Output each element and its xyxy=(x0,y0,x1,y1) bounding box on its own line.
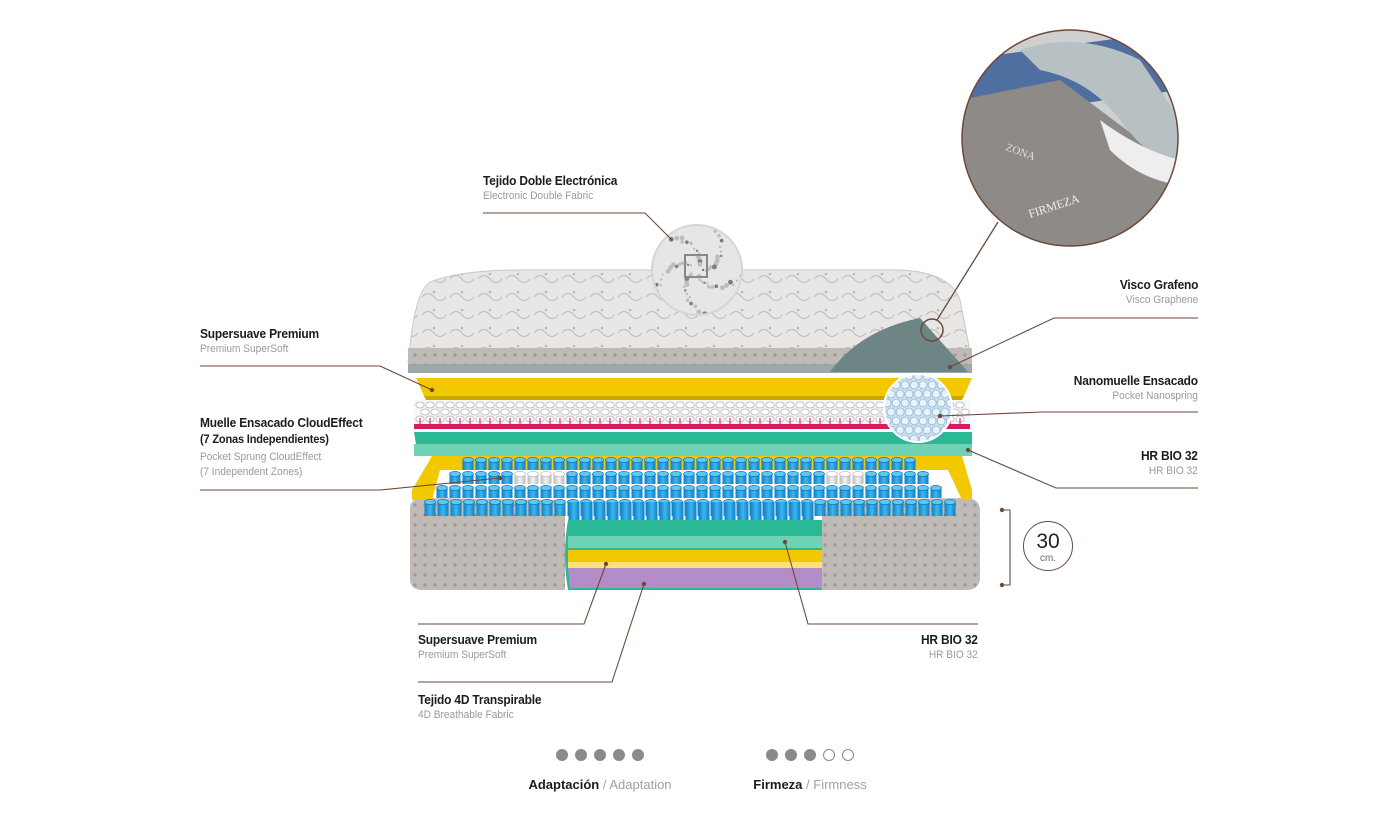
leader-lines xyxy=(200,212,1198,683)
rating-adaptation-es: Adaptación xyxy=(528,777,600,792)
nanospring-layer xyxy=(414,400,970,429)
label-hr-bottom-es: HR BIO 32 xyxy=(921,632,978,647)
label-top-fabric-en: Electronic Double Fabric xyxy=(483,190,594,202)
label-cloud-spring-en-2: (7 Independent Zones) xyxy=(200,466,303,478)
rating-firmness-sep: / xyxy=(802,777,814,792)
label-cloud-spring: Muelle Ensacado CloudEffect (7 Zonas Ind… xyxy=(200,415,377,480)
label-supersoft-bottom-es: Supersuave Premium xyxy=(418,632,538,647)
rating-firmness-es: Firmeza xyxy=(753,777,803,792)
label-supersoft-top-es: Supersuave Premium xyxy=(200,326,320,341)
label-breathable-es: Tejido 4D Transpirable xyxy=(418,692,542,707)
rating-adaptation-sep: / xyxy=(599,777,610,792)
height-value: 30 xyxy=(1036,530,1060,553)
label-nanospring: Nanomuelle Ensacado Pocket Nanospring xyxy=(1063,373,1198,404)
rating-dot xyxy=(804,749,816,761)
rating-dot xyxy=(556,749,568,761)
label-supersoft-top: Supersuave Premium Premium SuperSoft xyxy=(200,326,329,357)
label-breathable: Tejido 4D Transpirable 4D Breathable Fab… xyxy=(418,692,552,723)
label-cloud-spring-es-2: (7 Zonas Independientes) xyxy=(200,432,329,446)
rating-firmness-en: Firmness xyxy=(813,777,867,792)
height-unit: cm. xyxy=(1039,553,1057,564)
label-hr-top: HR BIO 32 HR BIO 32 xyxy=(1136,448,1198,479)
rating-firmness-caption: Firmeza / Firmness xyxy=(730,777,890,792)
hr-top-layer xyxy=(414,432,972,456)
leader-dots xyxy=(429,364,1005,588)
rating-dot xyxy=(823,749,835,761)
top-quilted-panel xyxy=(407,269,973,373)
rating-dot xyxy=(594,749,606,761)
label-breathable-en: 4D Breathable Fabric xyxy=(418,709,514,721)
label-supersoft-bottom: Supersuave Premium Premium SuperSoft xyxy=(418,632,547,663)
label-supersoft-bottom-en: Premium SuperSoft xyxy=(418,649,507,661)
label-nanospring-en: Pocket Nanospring xyxy=(1112,390,1198,402)
rating-dot xyxy=(575,749,587,761)
detail-inset-photo: FIRMEZA ZONA xyxy=(920,29,1179,342)
cloudeffect-spring-block xyxy=(424,457,956,520)
label-nanospring-es: Nanomuelle Ensacado xyxy=(1073,373,1198,388)
supersoft-top-layer xyxy=(416,378,972,400)
rating-dot xyxy=(785,749,797,761)
label-top-fabric: Tejido Doble Electrónica Electronic Doub… xyxy=(483,173,629,204)
rating-adaptation-en: Adaptation xyxy=(609,777,672,792)
label-visco-es: Visco Grafeno xyxy=(1119,277,1199,292)
rating-dot xyxy=(766,749,778,761)
label-hr-top-es: HR BIO 32 xyxy=(1141,448,1198,463)
label-visco-en: Visco Graphene xyxy=(1125,294,1198,306)
rating-adaptation-caption: Adaptación / Adaptation xyxy=(520,777,680,792)
cutaway-layers xyxy=(565,520,822,590)
label-cloud-spring-es: Muelle Ensacado CloudEffect xyxy=(200,415,363,430)
label-top-fabric-es: Tejido Doble Electrónica xyxy=(483,173,618,188)
visco-graphene-layer xyxy=(830,318,968,372)
rating-dot xyxy=(842,749,854,761)
rating-adaptation-dots xyxy=(520,749,680,761)
rating-firmness-dots xyxy=(730,749,890,761)
nanospring-grid xyxy=(415,401,970,424)
label-visco: Visco Grafeno Visco Graphene xyxy=(1113,277,1199,308)
rating-dot xyxy=(632,749,644,761)
label-cloud-spring-en: Pocket Sprung CloudEffect xyxy=(200,451,322,463)
rating-firmness: Firmeza / Firmness xyxy=(730,749,890,792)
label-hr-bottom-en: HR BIO 32 xyxy=(929,649,978,661)
fabric-magnifier xyxy=(651,224,743,316)
rating-dot xyxy=(613,749,625,761)
height-badge: 30 cm. xyxy=(1023,521,1073,571)
label-hr-top-en: HR BIO 32 xyxy=(1149,465,1198,477)
label-supersoft-top-en: Premium SuperSoft xyxy=(200,343,289,355)
rating-adaptation: Adaptación / Adaptation xyxy=(520,749,680,792)
label-hr-bottom: HR BIO 32 HR BIO 32 xyxy=(916,632,978,663)
